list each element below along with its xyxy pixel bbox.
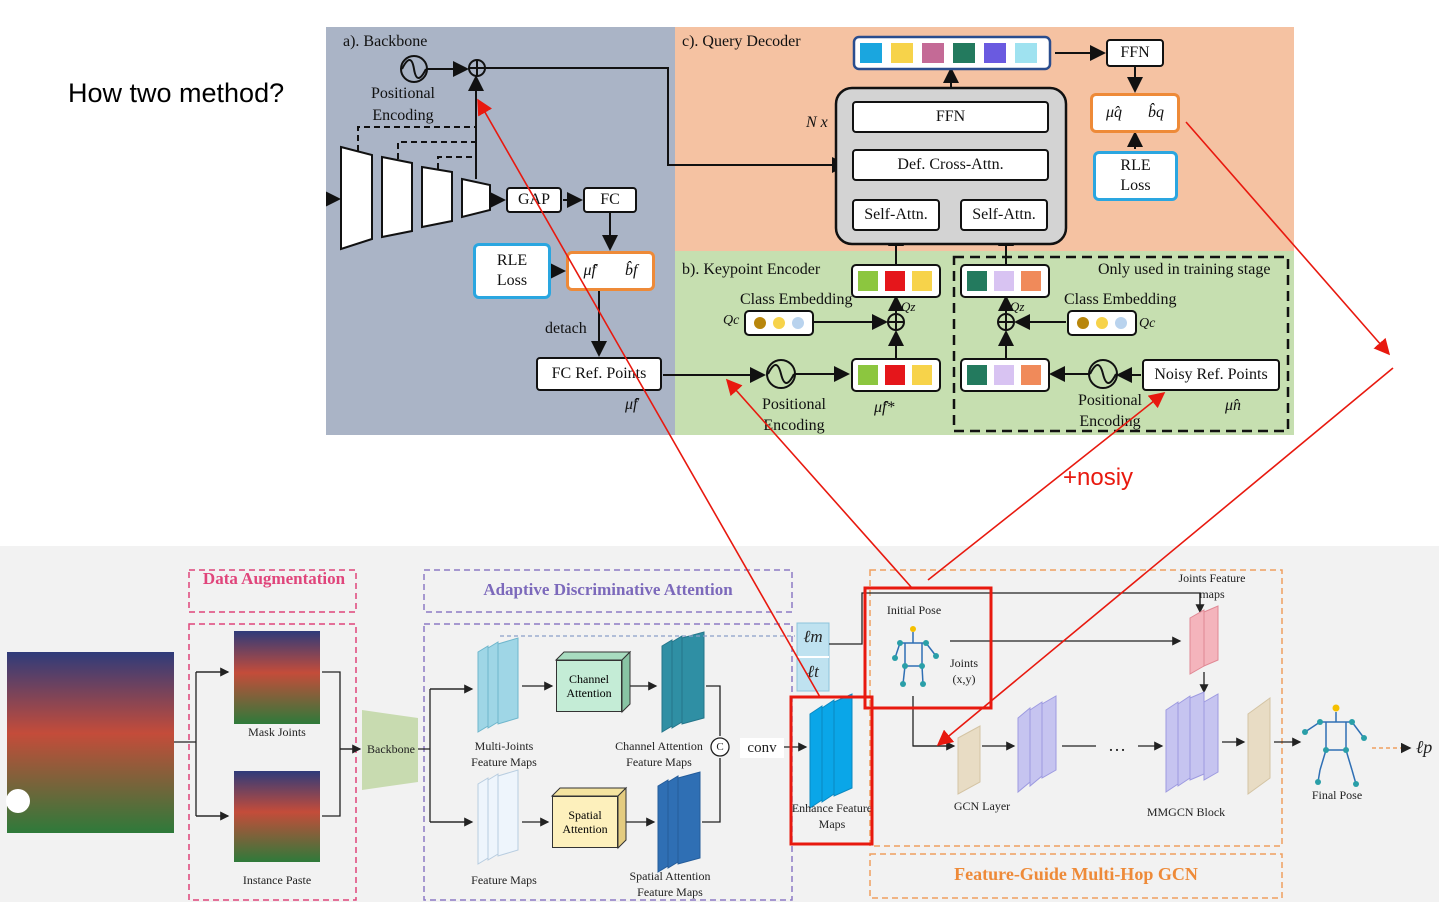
channel-attention-block: Channel Attention bbox=[556, 660, 622, 712]
output-token-6 bbox=[1015, 43, 1037, 63]
mu-f-below-label: μ̂f bbox=[625, 396, 638, 413]
q-z-label-1: Qz bbox=[901, 299, 916, 314]
data-augmentation-title: Data Augmentation bbox=[202, 569, 346, 588]
b-q-label: b̂q bbox=[1148, 104, 1164, 121]
backbone-label: Backbone bbox=[367, 742, 415, 756]
multi-joints-label: Multi-Joints Feature Maps bbox=[471, 739, 537, 769]
def-cross-attn-box: Def. Cross-Attn. bbox=[852, 149, 1049, 181]
q-c-label-2: Qc bbox=[1139, 316, 1156, 331]
n-x-label: N x bbox=[806, 114, 828, 131]
query-prediction-box: μ̂q b̂q bbox=[1090, 93, 1180, 133]
l-t-label: ℓt bbox=[807, 662, 819, 681]
class-embedding-label-2: Class Embedding bbox=[1064, 291, 1177, 308]
l-m-label: ℓm bbox=[803, 627, 823, 646]
backbone-positional-encoding: Positional Encoding bbox=[370, 85, 435, 124]
top-architecture-figure: a). Backbone Positional Encoding GAP FC … bbox=[326, 27, 1294, 435]
keypoint-encoder-title: b). Keypoint Encoder bbox=[682, 261, 821, 278]
mmgcn-block-label: MMGCN Block bbox=[1146, 805, 1226, 819]
fc-box: FC bbox=[583, 187, 637, 213]
gcn-layer-label: GCN Layer bbox=[953, 799, 1011, 813]
q-c-label-1: Qc bbox=[723, 313, 740, 328]
feature-maps-label: Feature Maps bbox=[471, 873, 537, 887]
q-z-label-2: Qz bbox=[1010, 299, 1025, 314]
output-token-5 bbox=[984, 43, 1006, 63]
conv-label: conv bbox=[740, 738, 784, 758]
mu-f-star-label: μ̂f* bbox=[874, 399, 895, 416]
l-p-label: ℓp bbox=[1415, 737, 1433, 757]
question-text: How two method? bbox=[68, 78, 285, 108]
b-f-label: b̂f bbox=[625, 262, 638, 279]
ffn-inner-box: FFN bbox=[852, 101, 1049, 133]
self-attn-box-2: Self-Attn. bbox=[960, 199, 1048, 231]
output-token-4 bbox=[953, 43, 975, 63]
backbone-stage-1 bbox=[340, 145, 373, 251]
final-pose-label: Final Pose bbox=[1311, 788, 1363, 802]
spatial-attention-fm-label: Spatial Attention Feature Maps bbox=[629, 869, 711, 899]
backbone-prediction-box: μ̂f b̂f bbox=[566, 251, 655, 291]
ffn-output-box: FFN bbox=[1106, 39, 1164, 67]
concat-symbol: C bbox=[716, 741, 724, 753]
backbone-stage-2 bbox=[381, 155, 413, 239]
class-embedding-label-1: Class Embedding bbox=[740, 291, 853, 308]
positional-encoding-label-1: Positional Encoding bbox=[761, 396, 826, 434]
only-training-label: Only used in training stage bbox=[1098, 261, 1271, 278]
bottom-figure-connectors bbox=[6, 569, 1412, 901]
mu-n-label: μ̂n bbox=[1225, 397, 1242, 414]
mask-joints-label: Mask Joints bbox=[248, 725, 306, 739]
fmhgcn-title: Feature-Guide Multi-Hop GCN bbox=[954, 864, 1198, 884]
self-attn-box-1: Self-Attn. bbox=[852, 199, 940, 231]
channel-attention-fm-label: Channel Attention Feature Maps bbox=[615, 739, 703, 769]
joints-label: Joints (x,y) bbox=[949, 656, 978, 686]
joints-feature-maps-label: Joints Feature maps bbox=[1178, 571, 1246, 601]
output-token-2 bbox=[891, 43, 913, 63]
enhance-label: Enhance Feature Maps bbox=[791, 801, 873, 831]
noise-annotation: +nosiy bbox=[1063, 464, 1134, 491]
ada-title: Adaptive Discriminative Attention bbox=[483, 580, 733, 599]
instance-paste-label: Instance Paste bbox=[242, 873, 312, 887]
backbone-rle-loss: RLE Loss bbox=[473, 243, 551, 299]
mu-q-label: μ̂q bbox=[1105, 104, 1123, 121]
output-token-3 bbox=[922, 43, 944, 63]
output-query-tokens bbox=[860, 43, 1037, 63]
ellipsis: … bbox=[1108, 735, 1126, 755]
backbone-stage-3 bbox=[421, 165, 453, 229]
output-token-1 bbox=[860, 43, 882, 63]
query-rle-loss: RLE Loss bbox=[1093, 151, 1178, 201]
positional-encoding-label-2: Positional Encoding bbox=[1077, 392, 1142, 430]
gap-box: GAP bbox=[506, 187, 562, 213]
spatial-attention-block: Spatial Attention bbox=[552, 796, 618, 848]
initial-pose-label: Initial Pose bbox=[886, 603, 942, 617]
backbone-title: a). Backbone bbox=[343, 33, 428, 50]
query-decoder-title: c). Query Decoder bbox=[682, 33, 801, 50]
mu-f-label: μ̂f bbox=[583, 262, 596, 279]
noisy-ref-points-box: Noisy Ref. Points bbox=[1142, 359, 1280, 391]
backbone-stage-4 bbox=[461, 177, 491, 219]
detach-label: detach bbox=[545, 320, 587, 337]
bottom-architecture-figure: Data Augmentation Mask Joints Instance P… bbox=[0, 546, 1439, 902]
